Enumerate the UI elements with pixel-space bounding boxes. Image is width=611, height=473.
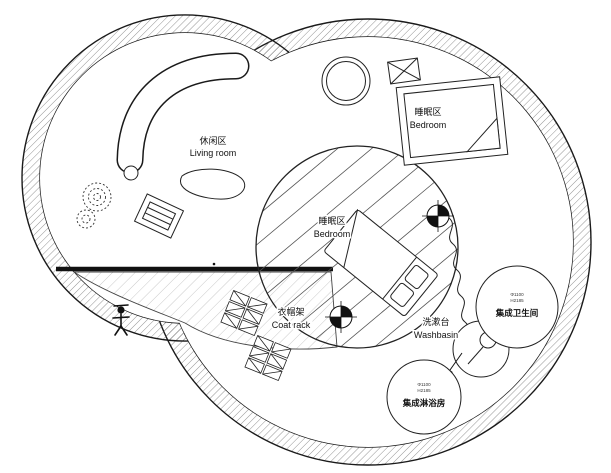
person-icon — [112, 304, 130, 336]
shower-pod: Φ1100 H2185 集成淋浴房 — [386, 359, 462, 435]
coffee-table — [179, 168, 246, 200]
bathroom-pod-title: 集成卫生间 — [495, 308, 539, 318]
survey-marker-icon — [422, 200, 454, 232]
pillow — [404, 265, 429, 290]
label-coat-rack-zh: 衣帽架 — [277, 306, 304, 317]
vent-box-icon — [387, 57, 421, 85]
center-platform-outline — [255, 145, 459, 349]
deck-area — [72, 271, 338, 350]
curtain-wavy-line — [448, 217, 475, 337]
label-washbasin-en: Washbasin — [414, 330, 458, 340]
bathroom-pod-spec1: Φ1100 — [510, 292, 524, 297]
plant-icon — [76, 182, 112, 229]
label-bedroom-center-en: Bedroom — [314, 229, 351, 239]
pillow — [390, 282, 414, 307]
label-living-room-zh: 休闲区 — [199, 135, 226, 146]
label-bedroom-upper-zh: 睡眠区 — [414, 106, 441, 117]
shower-pod-spec2: H2185 — [417, 388, 431, 393]
label-washbasin-zh: 洗漱台 — [422, 316, 449, 327]
bed-center — [324, 209, 438, 316]
label-living-room-en: Living room — [190, 148, 237, 158]
blanket-fold — [466, 117, 501, 153]
coat-rack-shelf — [220, 289, 268, 337]
coat-rack-shelf — [244, 334, 292, 382]
round-table — [321, 56, 371, 106]
side-table — [123, 165, 139, 181]
survey-marker-icon — [325, 301, 357, 333]
sofa-fill — [118, 54, 248, 172]
door-mark — [212, 262, 216, 266]
bathroom-pod: Φ1100 H2185 集成卫生间 — [475, 265, 559, 349]
shower-pod-spec1: Φ1100 — [417, 382, 431, 387]
label-coat-rack-en: Coat rack — [272, 320, 311, 330]
bathroom-pod-spec2: H2185 — [510, 298, 524, 303]
shower-pod-title: 集成淋浴房 — [402, 398, 446, 408]
blanket-fold — [343, 209, 359, 268]
label-bedroom-center-zh: 睡眠区 — [318, 215, 345, 226]
label-bedroom-upper-en: Bedroom — [410, 120, 447, 130]
lounge-chair — [133, 193, 185, 239]
bed-upper — [395, 76, 509, 166]
